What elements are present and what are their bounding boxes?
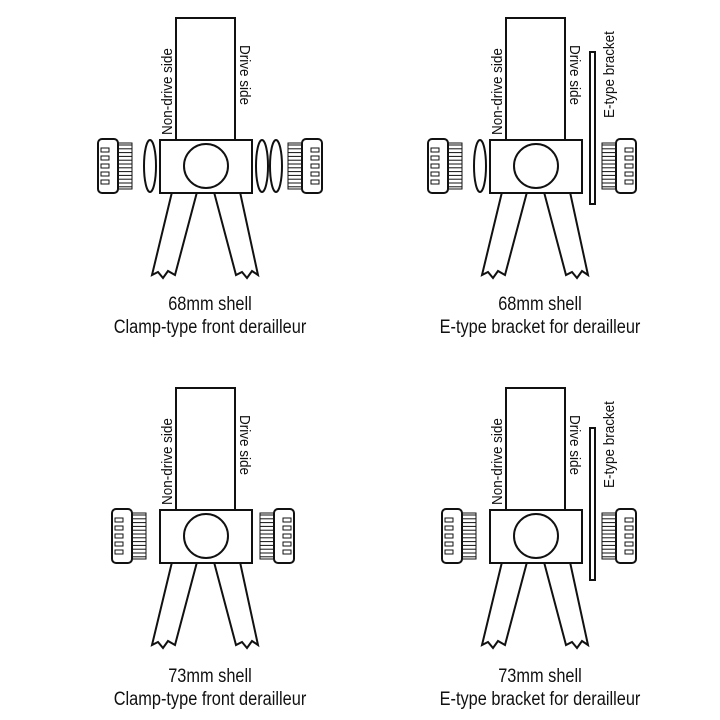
cup-notch <box>444 525 454 531</box>
chainstay-left <box>480 561 529 650</box>
shell-size-label: 73mm shell <box>498 666 582 687</box>
cup-notch <box>310 171 320 177</box>
seat-tube <box>175 387 236 511</box>
cup-notch <box>310 179 320 185</box>
drive-side-label: Drive side <box>236 415 253 475</box>
spacer-ring <box>473 139 487 193</box>
bb-bore <box>183 143 229 189</box>
cup-notch <box>624 533 634 539</box>
derailleur-type-label: E-type bracket for derailleur <box>439 689 641 710</box>
cup-notch <box>100 155 110 161</box>
spacer-ring <box>143 139 157 193</box>
cup-notch <box>624 163 634 169</box>
left-cup <box>111 508 147 564</box>
derailleur-type-label: Clamp-type front derailleur <box>113 689 307 710</box>
cup-notch <box>100 163 110 169</box>
drive-side-label: Drive side <box>236 45 253 105</box>
left-cup <box>441 508 477 564</box>
right-cup <box>601 138 637 194</box>
cup-notch <box>114 549 124 555</box>
cup-notch <box>624 179 634 185</box>
right-cup <box>287 138 323 194</box>
shell-size-label: 68mm shell <box>498 294 582 315</box>
chainstay-right <box>212 191 260 280</box>
non-drive-side-label: Non-drive side <box>489 48 506 135</box>
cup-notch <box>444 549 454 555</box>
panel-73-etype: Non-drive side Drive side E-type bracket <box>441 387 637 650</box>
chainstay-left <box>150 561 199 650</box>
drive-side-label: Drive side <box>566 45 583 105</box>
cup-notch <box>624 541 634 547</box>
seat-tube <box>175 17 236 141</box>
shell-size-label: 68mm shell <box>168 294 252 315</box>
cup-notch <box>444 533 454 539</box>
cup-notch <box>114 517 124 523</box>
seat-tube <box>505 17 566 141</box>
bb-bore <box>513 143 559 189</box>
chainstay-right <box>542 191 590 280</box>
right-cup <box>601 508 637 564</box>
cup-notch <box>310 147 320 153</box>
derailleur-type-label: Clamp-type front derailleur <box>113 317 307 338</box>
cup-notch <box>624 549 634 555</box>
panel-68-etype: Non-drive side Drive side E-type bracket <box>427 17 637 280</box>
drive-side-label: Drive side <box>566 415 583 475</box>
e-type-bracket-label: E-type bracket <box>601 31 618 118</box>
chainstay-right <box>542 561 590 650</box>
cup-notch <box>114 541 124 547</box>
cup-notch <box>624 517 634 523</box>
panel-68-clamp: Non-drive side Drive side <box>97 17 323 280</box>
cup-notch <box>430 163 440 169</box>
e-type-bracket <box>589 51 596 205</box>
cup-notch <box>444 541 454 547</box>
left-cup <box>97 138 133 194</box>
cup-notch <box>624 525 634 531</box>
cup-notch <box>624 155 634 161</box>
cup-notch <box>624 171 634 177</box>
bb-bore <box>183 513 229 559</box>
chainstay-left <box>150 191 199 280</box>
spacer-ring <box>269 139 283 193</box>
seat-tube <box>505 387 566 511</box>
cup-notch <box>430 155 440 161</box>
shell-size-label: 73mm shell <box>168 666 252 687</box>
cup-notch <box>430 179 440 185</box>
right-cup <box>259 508 295 564</box>
e-type-bracket-label: E-type bracket <box>601 401 618 488</box>
cup-notch <box>310 155 320 161</box>
left-cup <box>427 138 463 194</box>
cup-notch <box>100 171 110 177</box>
cup-notch <box>444 517 454 523</box>
spacer-ring <box>255 139 269 193</box>
bb-bore <box>513 513 559 559</box>
chainstay-left <box>480 191 529 280</box>
non-drive-side-label: Non-drive side <box>159 48 176 135</box>
cup-notch <box>282 525 292 531</box>
cup-notch <box>114 533 124 539</box>
chainstay-right <box>212 561 260 650</box>
non-drive-side-label: Non-drive side <box>489 418 506 505</box>
cup-notch <box>624 147 634 153</box>
panel-73-clamp: Non-drive side Drive side <box>111 387 295 650</box>
cup-notch <box>310 163 320 169</box>
cup-notch <box>114 525 124 531</box>
non-drive-side-label: Non-drive side <box>159 418 176 505</box>
cup-notch <box>282 533 292 539</box>
derailleur-type-label: E-type bracket for derailleur <box>439 317 641 338</box>
cup-notch <box>430 147 440 153</box>
cup-notch <box>282 517 292 523</box>
cup-notch <box>100 147 110 153</box>
cup-notch <box>100 179 110 185</box>
cup-notch <box>430 171 440 177</box>
cup-notch <box>282 549 292 555</box>
cup-notch <box>282 541 292 547</box>
e-type-bracket <box>589 427 596 581</box>
